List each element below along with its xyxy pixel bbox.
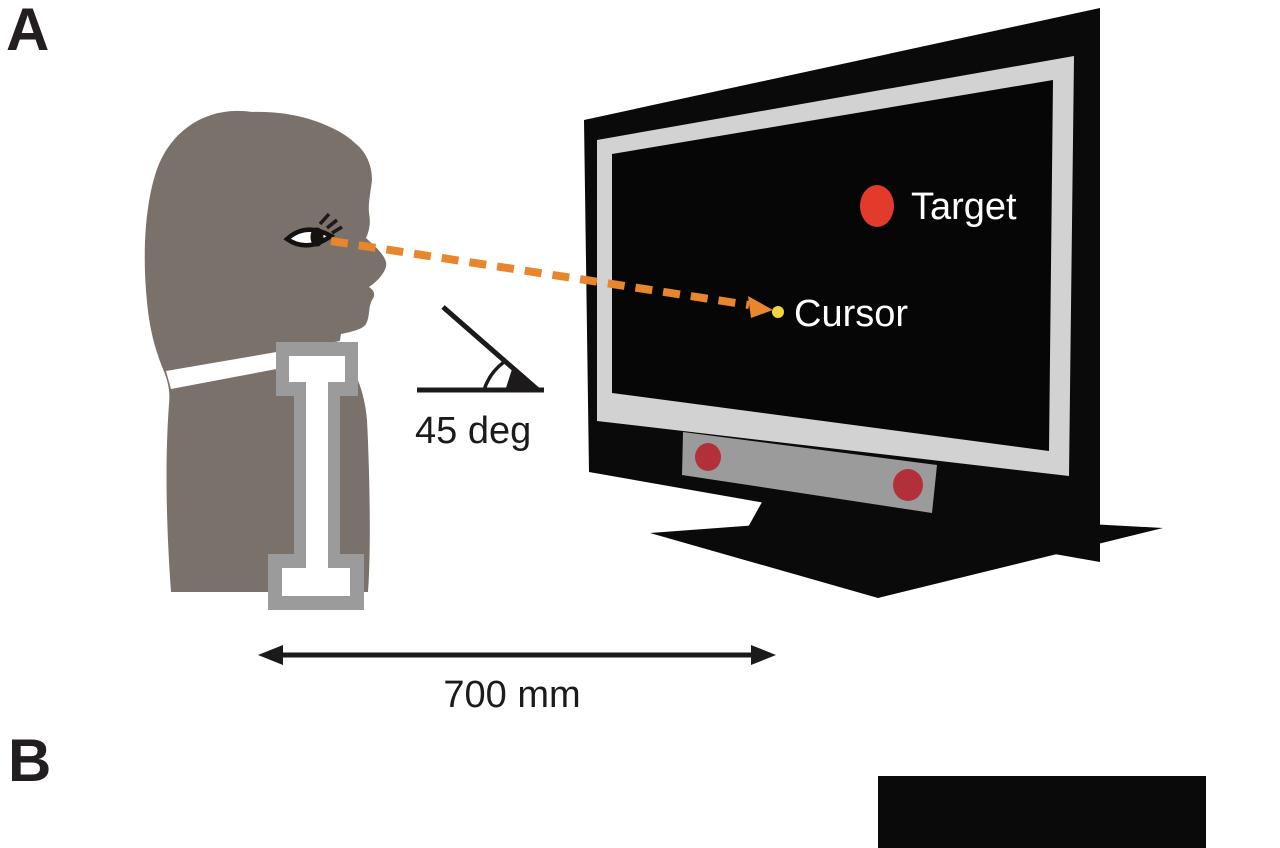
panel-a-label: A <box>6 0 49 63</box>
panel-b-image-crop <box>878 776 1206 848</box>
monitor-stand-neck <box>742 502 856 554</box>
chinrest-post-hollow <box>306 370 328 568</box>
screen-stimuli: Target Cursor <box>772 185 1017 335</box>
distance-label: 700 mm <box>443 674 580 716</box>
gaze-arrowhead <box>748 296 773 318</box>
angle-vertex-wedge <box>505 366 540 391</box>
angle-annotation: 45 deg <box>415 305 544 452</box>
cursor-label: Cursor <box>794 293 908 335</box>
chinrest-bottom-hollow <box>282 568 350 596</box>
angle-arc-icon <box>482 360 506 391</box>
eye-icon <box>283 212 343 248</box>
distance-annotation: 700 mm <box>258 645 776 716</box>
gaze-arrow-icon <box>330 237 773 318</box>
eye-tracker-bar <box>682 432 937 513</box>
eye-tracker-camera-icon <box>893 469 923 501</box>
eye-pupil <box>310 227 324 247</box>
monitor <box>584 8 1100 562</box>
target-label: Target <box>911 186 1017 228</box>
target-dot-icon <box>860 185 894 227</box>
panel-b-label: B <box>8 727 51 794</box>
distance-left-arrowhead-icon <box>258 645 283 665</box>
chinrest-frame <box>268 342 364 610</box>
gaze-dashed-line <box>330 237 750 309</box>
eye-lashes <box>318 212 343 235</box>
cursor-dot-icon <box>772 306 784 318</box>
monitor-screen <box>612 80 1053 451</box>
distance-right-arrowhead-icon <box>751 645 776 665</box>
person-silhouette <box>144 110 387 610</box>
angle-label: 45 deg <box>415 410 531 452</box>
eye-tracker-camera-icon <box>695 443 721 471</box>
